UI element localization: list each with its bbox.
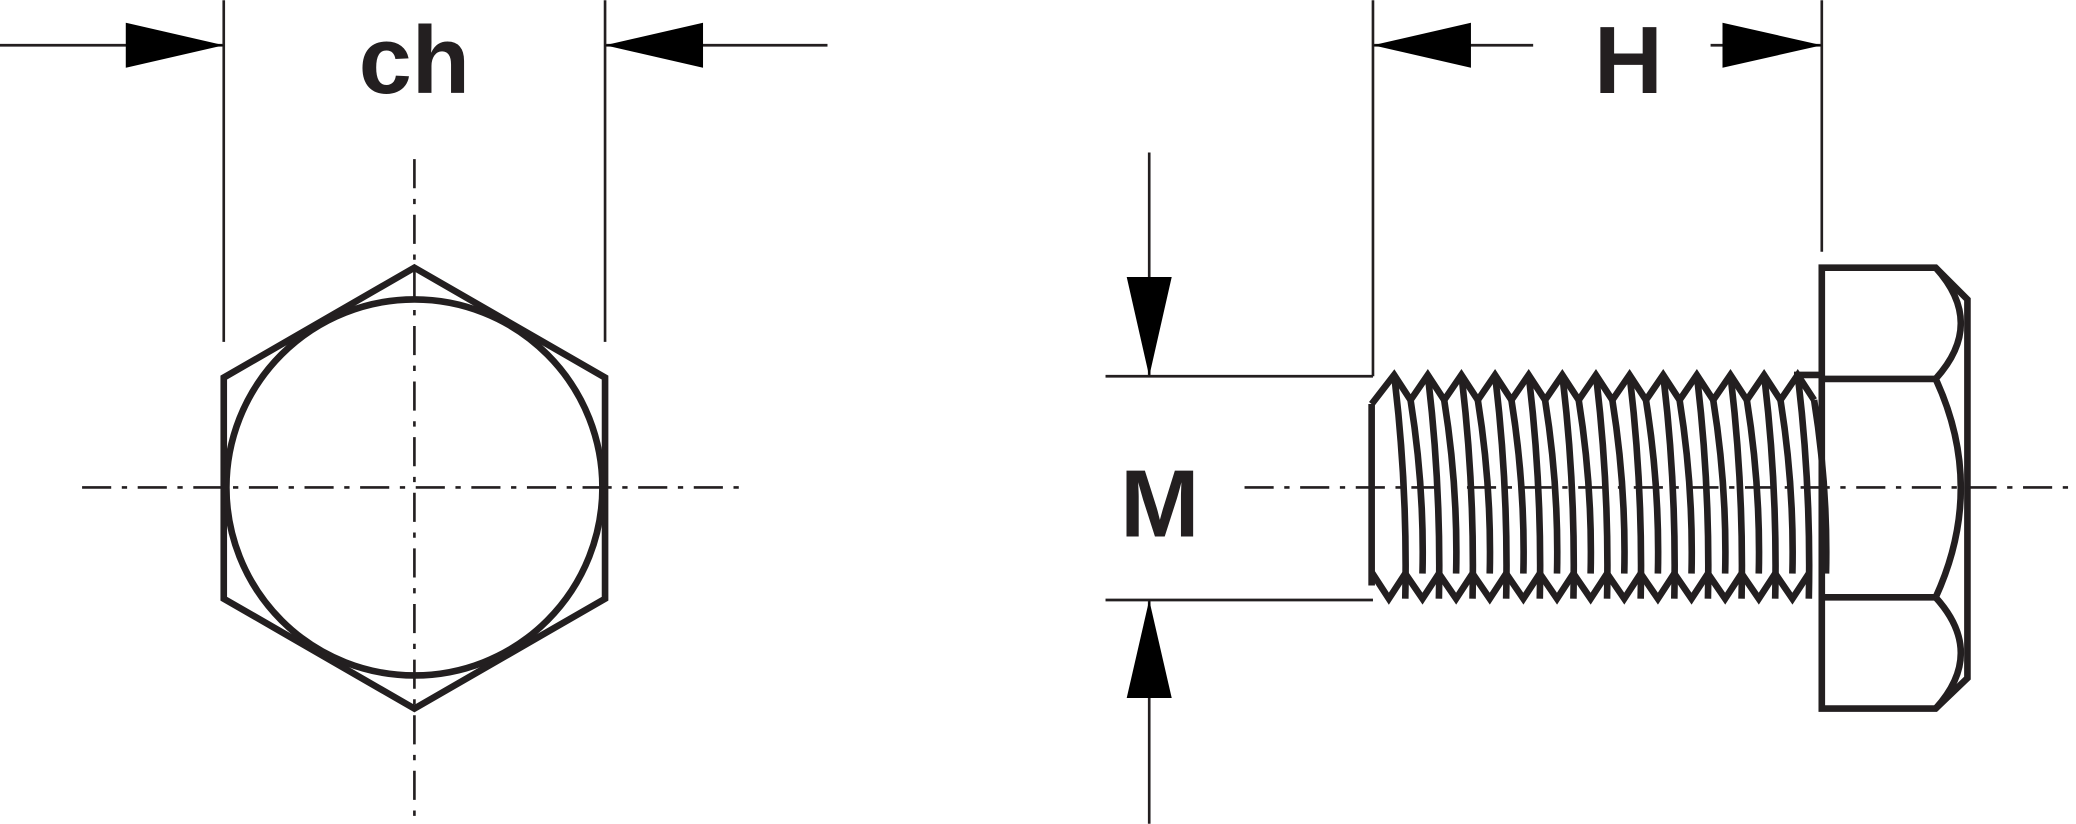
thread-crest-top [1369, 368, 1817, 407]
chamfer-arc-bottom [1933, 595, 1965, 711]
thread-root-line [1709, 399, 1729, 574]
arrow-down-icon [1126, 276, 1172, 377]
chamfer-arc-top [1933, 265, 1965, 382]
thread-crest-line [1491, 374, 1510, 599]
ch-dimension: ch [0, 0, 828, 342]
thread-crest-line [1559, 374, 1578, 599]
m-dimension: M [1105, 152, 1373, 824]
chamfer-arc-middle [1932, 377, 1965, 599]
arrow-left-icon [1372, 22, 1471, 68]
arrow-left-icon [605, 22, 704, 68]
bolt-side-view [1244, 264, 2076, 712]
arrow-right-icon [125, 22, 224, 68]
ch-label: ch [359, 8, 470, 114]
thread-root-line [1777, 399, 1796, 574]
hex-outline [220, 263, 609, 713]
thread-root-line [1508, 399, 1527, 574]
h-dimension: H [1371, 0, 1824, 377]
thread-crest-line [1727, 374, 1746, 599]
h-label: H [1594, 8, 1663, 114]
m-label: M [1120, 451, 1199, 557]
thread-crest-line [1390, 374, 1409, 599]
thread-crest-line [1659, 374, 1678, 599]
arrow-up-icon [1126, 600, 1172, 698]
thread-crest-bottom [1368, 567, 1812, 605]
arrow-right-icon [1722, 22, 1822, 68]
thread-root-line [1541, 399, 1561, 574]
hex-head-front-view [82, 159, 745, 824]
